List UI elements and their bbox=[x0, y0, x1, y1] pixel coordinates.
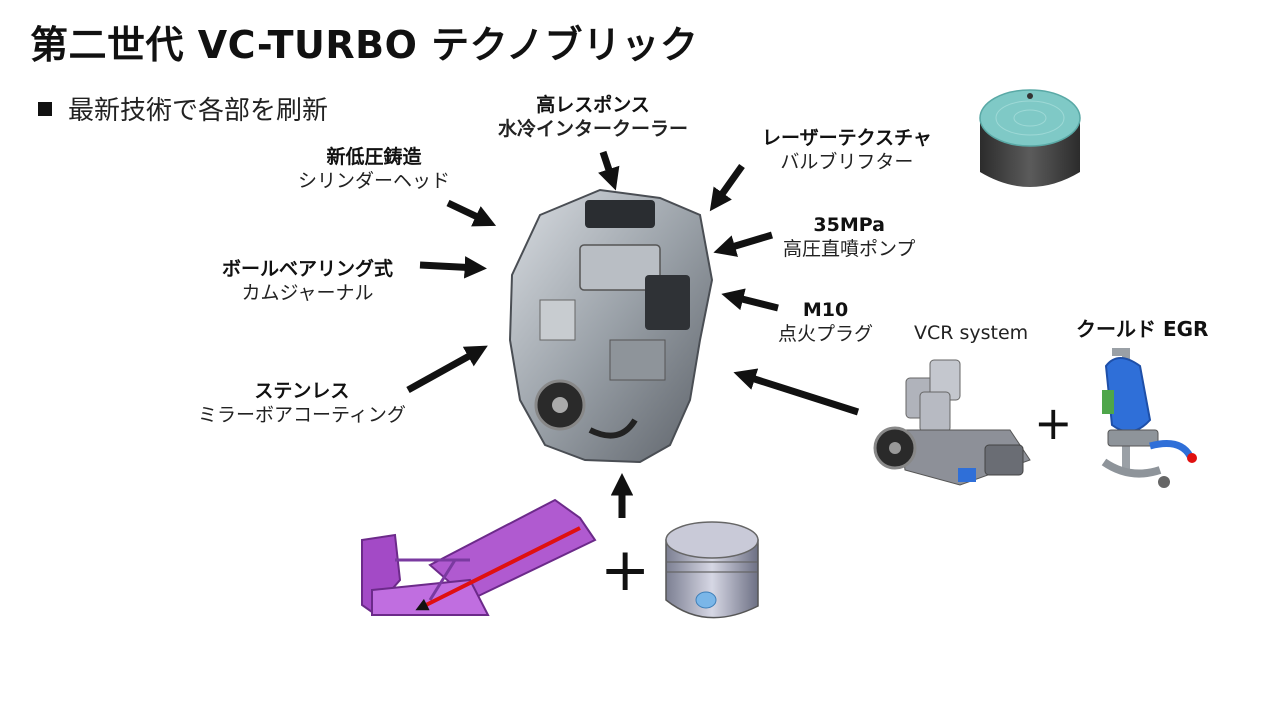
arrow-intercooler bbox=[598, 150, 620, 191]
feature-spark-plug-lead: M10 bbox=[802, 299, 849, 321]
feature-camshaft-lead: ボールベアリング式 bbox=[222, 258, 394, 280]
feature-injection-pump-desc: 高圧直噴ポンプ bbox=[783, 237, 916, 260]
feature-cylinder-head-desc: シリンダーヘッド bbox=[298, 169, 451, 192]
arrow-injection-pump bbox=[713, 231, 774, 257]
slide-title: 第二世代 VC-TURBO テクノブリック bbox=[30, 23, 699, 67]
feature-camshaft: ボールベアリング式 カムジャーナル bbox=[222, 258, 393, 306]
arrow-vcr-system bbox=[733, 368, 860, 416]
plus-sign-piston: + bbox=[600, 535, 651, 605]
feature-stainless-lead: ステンレス bbox=[254, 380, 350, 402]
arrow-valve-lifter bbox=[709, 163, 745, 212]
cooled-egr-label: クールド EGR bbox=[1076, 317, 1209, 341]
arrow-stainless bbox=[406, 345, 488, 394]
cooled-egr-illustration bbox=[1101, 348, 1197, 488]
arrow-spark-plug bbox=[721, 288, 779, 312]
feature-injection-pump: 35MPa 高圧直噴ポンプ bbox=[783, 214, 915, 262]
feature-cylinder-head: 新低圧鋳造 シリンダーヘッド bbox=[298, 146, 450, 194]
feature-intercooler-desc: 水冷インタークーラー bbox=[498, 117, 689, 140]
subtitle: 最新技術で各部を刷新 bbox=[38, 90, 328, 127]
subtitle-text: 最新技術で各部を刷新 bbox=[68, 96, 329, 126]
valve-lifter-illustration bbox=[979, 89, 1081, 187]
arrow-cylinder-head bbox=[446, 199, 497, 227]
feature-stainless-desc: ミラーボアコーティング bbox=[198, 403, 406, 426]
engine-illustration bbox=[508, 188, 714, 464]
bullet-square-icon bbox=[38, 101, 52, 116]
feature-valve-lifter-lead: レーザーテクスチャ bbox=[762, 127, 932, 149]
piston-illustration bbox=[665, 521, 759, 619]
feature-intercooler-lead: 高レスポンス bbox=[536, 94, 650, 116]
feature-cylinder-head-lead: 新低圧鋳造 bbox=[326, 146, 422, 168]
feature-valve-lifter: レーザーテクスチャ バルブリフター bbox=[762, 127, 932, 175]
callout-arrows bbox=[406, 150, 860, 518]
feature-injection-pump-lead: 35MPa bbox=[813, 214, 886, 236]
feature-camshaft-desc: カムジャーナル bbox=[241, 281, 374, 304]
feature-valve-lifter-desc: バルブリフター bbox=[780, 150, 914, 173]
feature-intercooler: 高レスポンス 水冷インタークーラー bbox=[498, 94, 688, 142]
vcr-system-label: VCR system bbox=[914, 322, 1029, 344]
arrow-camshaft bbox=[419, 256, 487, 279]
vcr-system-illustration bbox=[873, 359, 1031, 486]
intake-manifold-illustration bbox=[361, 498, 597, 616]
feature-spark-plug: M10 点火プラグ bbox=[778, 299, 873, 347]
plus-sign-egr: + bbox=[1034, 396, 1073, 450]
feature-stainless: ステンレス ミラーボアコーティング bbox=[198, 380, 406, 428]
feature-spark-plug-desc: 点火プラグ bbox=[778, 322, 874, 345]
